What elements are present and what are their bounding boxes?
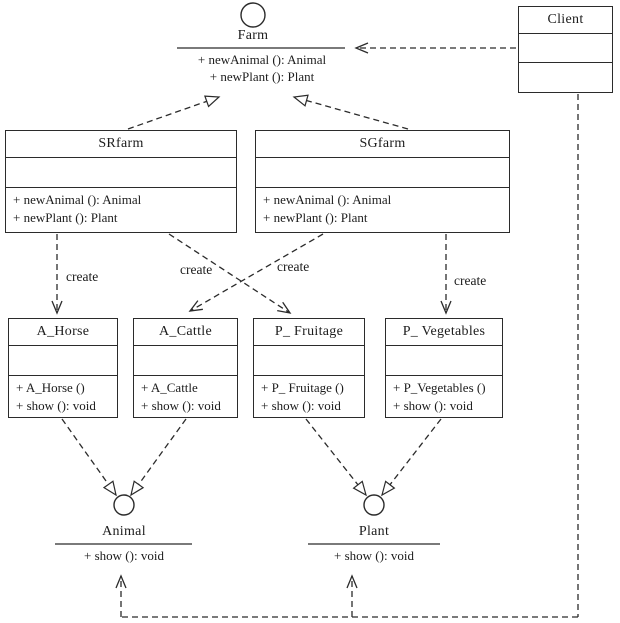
a-cattle-attributes-empty bbox=[134, 346, 237, 376]
edge-horse-realizes-animal bbox=[61, 418, 117, 497]
a-cattle-class-name: A_Cattle bbox=[134, 319, 237, 346]
a-horse-method-ctor: + A_Horse () bbox=[16, 380, 85, 395]
farm-interface-circle bbox=[240, 2, 266, 28]
class-box-a-cattle: A_Cattle + A_Cattle + show (): void bbox=[133, 318, 238, 418]
sgfarm-method-newplant: + newPlant (): Plant bbox=[263, 209, 368, 225]
p-vegetables-method-ctor: + P_Vegetables () bbox=[393, 380, 486, 395]
animal-interface-circle bbox=[113, 494, 135, 516]
create-label-cattle: create bbox=[180, 262, 213, 277]
animal-interface-name: Animal bbox=[102, 524, 146, 539]
edge-srfarm-realizes-farm bbox=[127, 95, 221, 130]
edge-fruitage-realizes-plant bbox=[305, 418, 367, 497]
p-fruitage-method-show: + show (): void bbox=[261, 397, 341, 413]
class-box-srfarm: SRfarm + newAnimal (): Animal + newPlant… bbox=[5, 130, 237, 233]
a-cattle-methods: + A_Cattle + show (): void bbox=[134, 376, 237, 417]
sgfarm-methods: + newAnimal (): Animal + newPlant (): Pl… bbox=[256, 188, 509, 232]
create-label-horse: create bbox=[66, 269, 99, 284]
a-cattle-method-ctor: + A_Cattle bbox=[141, 380, 198, 395]
p-vegetables-method-show: + show (): void bbox=[393, 397, 473, 413]
p-vegetables-methods: + P_Vegetables () + show (): void bbox=[386, 376, 502, 417]
class-box-p-vegetables: P_ Vegetables + P_Vegetables () + show (… bbox=[385, 318, 503, 418]
farm-method-newplant: + newPlant (): Plant bbox=[209, 69, 315, 84]
srfarm-class-name: SRfarm bbox=[6, 131, 236, 158]
a-horse-attributes-empty bbox=[9, 346, 117, 376]
plant-interface-circle bbox=[363, 494, 385, 516]
srfarm-method-newanimal: + newAnimal (): Animal bbox=[13, 192, 142, 207]
edge-vegetables-realizes-plant bbox=[381, 418, 442, 497]
class-box-p-fruitage: P_ Fruitage + P_ Fruitage () + show (): … bbox=[253, 318, 365, 418]
p-fruitage-class-name: P_ Fruitage bbox=[254, 319, 364, 346]
a-horse-class-name: A_Horse bbox=[9, 319, 117, 346]
sgfarm-class-name: SGfarm bbox=[256, 131, 509, 158]
edge-sgfarm-creates-cattle bbox=[188, 233, 324, 312]
srfarm-attributes-empty bbox=[6, 158, 236, 188]
client-attributes-empty bbox=[519, 34, 612, 63]
animal-method-show: + show (): void bbox=[84, 548, 164, 563]
edge-cattle-realizes-animal bbox=[130, 418, 187, 497]
a-horse-methods: + A_Horse () + show (): void bbox=[9, 376, 117, 417]
create-label-vegetables: create bbox=[454, 273, 487, 288]
sgfarm-method-newanimal: + newAnimal (): Animal bbox=[263, 192, 392, 207]
class-box-sgfarm: SGfarm + newAnimal (): Animal + newPlant… bbox=[255, 130, 510, 233]
plant-interface-name: Plant bbox=[358, 524, 390, 539]
class-box-a-horse: A_Horse + A_Horse () + show (): void bbox=[8, 318, 118, 418]
farm-method-newanimal: + newAnimal (): Animal bbox=[197, 52, 327, 67]
farm-interface-name: Farm bbox=[237, 28, 269, 43]
p-fruitage-attributes-empty bbox=[254, 346, 364, 376]
edge-srfarm-creates-fruitage bbox=[168, 233, 292, 314]
srfarm-method-newplant: + newPlant (): Plant bbox=[13, 209, 118, 225]
a-cattle-method-show: + show (): void bbox=[141, 397, 221, 413]
plant-method-show: + show (): void bbox=[334, 548, 414, 563]
sgfarm-attributes-empty bbox=[256, 158, 509, 188]
p-fruitage-methods: + P_ Fruitage () + show (): void bbox=[254, 376, 364, 417]
srfarm-methods: + newAnimal (): Animal + newPlant (): Pl… bbox=[6, 188, 236, 232]
p-fruitage-method-ctor: + P_ Fruitage () bbox=[261, 380, 344, 395]
create-label-fruitage: create bbox=[277, 259, 310, 274]
edge-sgfarm-realizes-farm bbox=[292, 94, 409, 130]
client-class-name: Client bbox=[519, 7, 612, 34]
p-vegetables-attributes-empty bbox=[386, 346, 502, 376]
p-vegetables-class-name: P_ Vegetables bbox=[386, 319, 502, 346]
client-methods-empty bbox=[519, 63, 612, 92]
class-box-client: Client bbox=[518, 6, 613, 93]
a-horse-method-show: + show (): void bbox=[16, 397, 96, 413]
